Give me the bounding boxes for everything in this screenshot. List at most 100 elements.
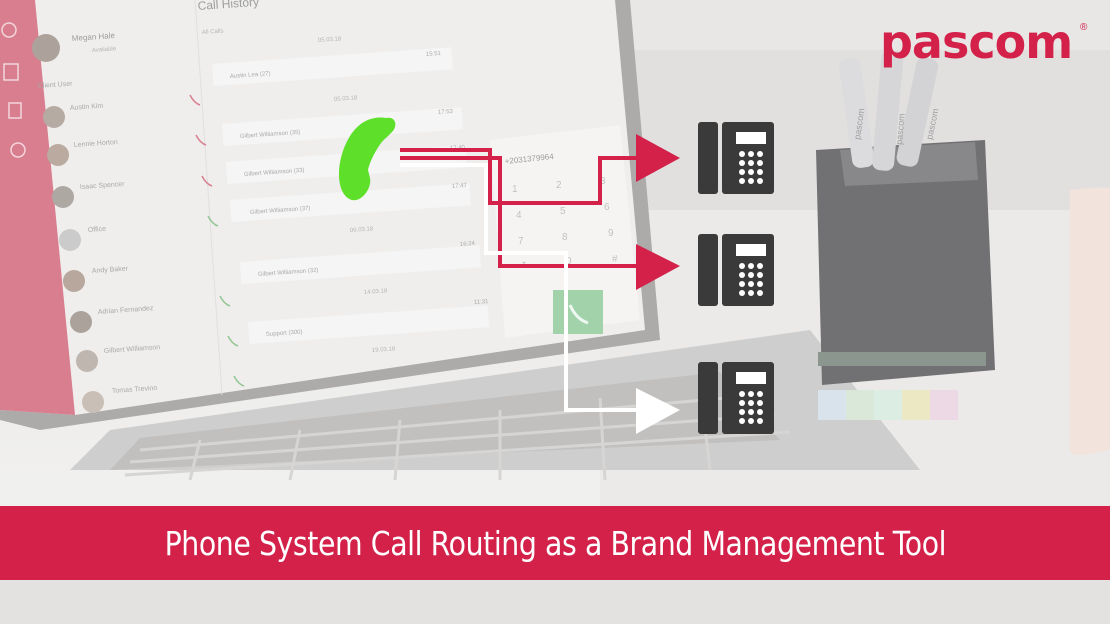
pen-label: pascom — [852, 108, 866, 141]
banner-title: Phone System Call Routing as a Brand Man… — [164, 523, 946, 563]
route-arrow-white — [636, 388, 680, 434]
desk-phone-icon — [698, 122, 774, 194]
contact-name[interactable]: Isaac Spencer — [80, 181, 126, 191]
pen — [839, 57, 875, 168]
avatar — [76, 350, 98, 372]
route-line-red — [400, 148, 640, 205]
dialpad-key[interactable]: 8 — [562, 232, 568, 243]
call-date: 05.03.18 — [318, 36, 342, 44]
routing-diagram — [338, 117, 774, 434]
all-calls-tab[interactable]: All Calls — [202, 28, 224, 35]
table-row[interactable] — [240, 245, 481, 284]
avatar — [59, 229, 81, 251]
column-divider — [194, 0, 223, 396]
call-history-title: Call History — [197, 0, 259, 13]
client-user-label: Client User — [38, 81, 74, 90]
contact-name[interactable]: Gilbert Williamson — [104, 344, 161, 355]
caller-name: Gilbert Williamson (33) — [244, 168, 305, 178]
dialpad-panel — [490, 125, 640, 338]
contact-call-icons-green — [207, 215, 245, 387]
sidebar-icons — [1, 22, 26, 158]
dialpad-keys: 1 2 3 4 5 6 7 8 9 * 0 # — [512, 176, 618, 271]
call-time: 17:53 — [438, 109, 454, 116]
phone-icon[interactable] — [219, 295, 231, 307]
call-time: 11:31 — [474, 299, 490, 306]
settings-gear-icon — [10, 142, 26, 158]
contact-call-icons — [189, 94, 213, 187]
phone-handset-icon — [338, 117, 396, 201]
call-dates: 05.03.18 05.03.18 06.03.18 14.03.18 19.0… — [318, 36, 396, 354]
call-history-list — [212, 47, 489, 344]
call-date: 14.03.18 — [364, 288, 388, 296]
phone-icon[interactable] — [207, 215, 219, 227]
user-status: Available — [92, 46, 117, 54]
contact-name[interactable]: Austin Kim — [70, 103, 104, 112]
dialpad-key[interactable]: 2 — [556, 180, 562, 191]
dialpad-key[interactable]: 1 — [512, 184, 518, 195]
avatar — [63, 270, 85, 292]
dial-call-button[interactable] — [553, 290, 603, 334]
contact-name[interactable]: Adrian Fernandez — [98, 305, 154, 316]
background-window — [610, 0, 1110, 50]
dialpad-key[interactable]: 5 — [560, 206, 566, 217]
call-button-handset-icon — [568, 304, 589, 325]
caller-name: Gilbert Williamson (37) — [250, 206, 311, 216]
call-date: 05.03.18 — [334, 95, 358, 103]
call-date: 19.03.18 — [372, 346, 396, 354]
caller-name: Gilbert Williamson (35) — [240, 130, 301, 140]
pen — [872, 50, 904, 171]
contact-name[interactable]: Lennie Horton — [74, 139, 118, 149]
chat-icon — [1, 22, 17, 38]
phone-icon[interactable] — [201, 175, 213, 187]
dialpad-key[interactable]: # — [612, 254, 618, 265]
desk-phone-icon — [698, 362, 774, 434]
avatar — [43, 106, 65, 128]
route-line-white — [400, 163, 640, 412]
title-banner: Phone System Call Routing as a Brand Man… — [0, 506, 1110, 580]
desk-cup — [1070, 187, 1110, 455]
contact-name[interactable]: Tomas Trevino — [112, 385, 158, 395]
user-avatar — [32, 34, 60, 62]
pascom-logo: pascom ® — [880, 15, 1088, 69]
pen-holder — [816, 140, 995, 385]
phone-icon[interactable] — [233, 375, 245, 387]
logo-wordmark: pascom — [880, 15, 1072, 69]
pen-label: pascom — [894, 113, 907, 145]
contact-avatars — [43, 106, 104, 413]
phone-icon[interactable] — [227, 335, 239, 347]
call-date: 06.03.18 — [350, 226, 374, 234]
dialpad-key[interactable]: 9 — [608, 228, 614, 239]
route-arrow-red — [636, 134, 680, 182]
call-time: 15:51 — [426, 51, 442, 58]
contact-name[interactable]: Office — [88, 226, 107, 234]
contact-list: Austin Kim Lennie Horton Isaac Spencer O… — [70, 103, 161, 395]
table-row[interactable] — [222, 107, 463, 146]
caller-name: Support (300) — [266, 329, 303, 338]
avatar — [82, 391, 104, 413]
desk-phone-icon — [698, 234, 774, 306]
table-row[interactable] — [248, 305, 489, 344]
avatar — [52, 186, 74, 208]
user-name: Megan Hale — [72, 31, 116, 43]
route-arrow-red — [636, 244, 680, 290]
dialpad-key[interactable]: 6 — [604, 202, 610, 213]
notes-icon — [8, 102, 22, 119]
dialpad-key[interactable]: 7 — [518, 236, 524, 247]
avatar — [70, 311, 92, 333]
laptop-keyboard — [110, 372, 780, 470]
call-names: Austin Lea (27) Gilbert Williamson (35) … — [230, 71, 319, 338]
dialpad-key[interactable]: 0 — [566, 256, 572, 267]
bottom-strip — [0, 580, 1110, 624]
contact-name[interactable]: Andy Baker — [92, 265, 129, 275]
registered-mark: ® — [1080, 22, 1088, 33]
dialpad-key[interactable]: 4 — [516, 210, 522, 221]
phone-icon[interactable] — [189, 94, 201, 106]
table-row[interactable] — [212, 47, 453, 86]
avatar — [47, 144, 69, 166]
call-time: 17:47 — [452, 183, 468, 190]
phone-icon[interactable] — [195, 134, 207, 146]
dialpad-key[interactable]: 3 — [600, 176, 606, 187]
table-row[interactable] — [229, 183, 471, 222]
